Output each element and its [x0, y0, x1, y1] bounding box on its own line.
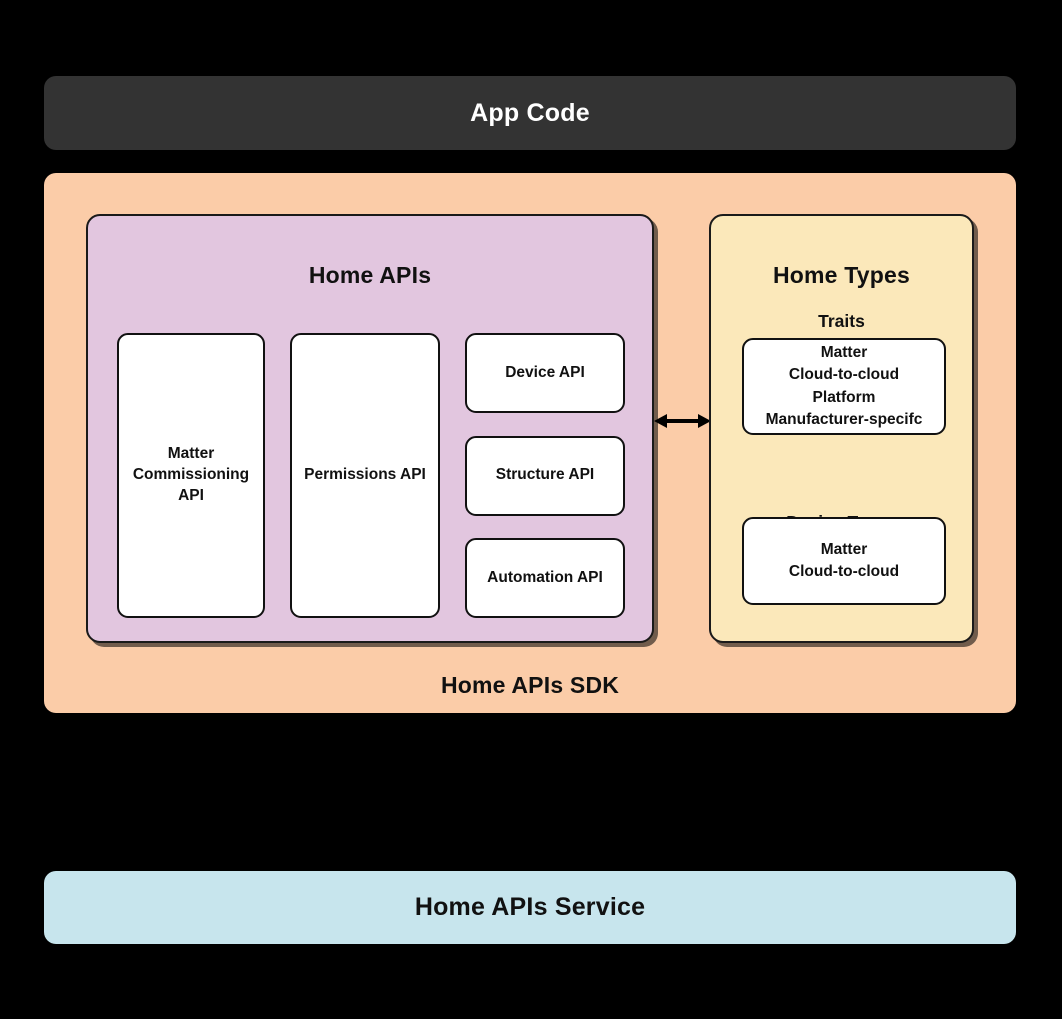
- matter-commissioning-api-card[interactable]: Matter Commissioning API: [117, 333, 265, 618]
- home-apis-service-label: Home APIs Service: [414, 893, 646, 921]
- automation-api-card[interactable]: Automation API: [465, 538, 625, 618]
- home-types-panel: Home Types Traits Matter Cloud-to-cloud …: [709, 214, 974, 643]
- traits-list-card[interactable]: Matter Cloud-to-cloud Platform Manufactu…: [742, 338, 946, 435]
- home-apis-sdk-container: Home APIs Matter Commissioning API Permi…: [44, 173, 1016, 713]
- bidirectional-arrow-icon: [654, 410, 711, 432]
- api-small-card-column: Device API Structure API Automation API: [465, 333, 625, 618]
- home-apis-card-group: Matter Commissioning API Permissions API…: [117, 333, 627, 618]
- app-code-label: App Code: [470, 98, 590, 127]
- structure-api-card[interactable]: Structure API: [465, 435, 625, 516]
- device-types-list-card[interactable]: Matter Cloud-to-cloud: [742, 517, 946, 605]
- home-apis-sdk-caption: Home APIs SDK: [440, 672, 620, 698]
- traits-heading: Traits: [818, 311, 865, 331]
- home-apis-panel: Home APIs Matter Commissioning API Permi…: [86, 214, 654, 643]
- home-apis-service-block: Home APIs Service: [44, 871, 1016, 944]
- permissions-api-card[interactable]: Permissions API: [290, 333, 440, 618]
- device-api-card[interactable]: Device API: [465, 333, 625, 413]
- app-code-block: App Code: [44, 76, 1016, 150]
- home-apis-title: Home APIs: [308, 262, 432, 288]
- home-types-title: Home Types: [772, 262, 911, 288]
